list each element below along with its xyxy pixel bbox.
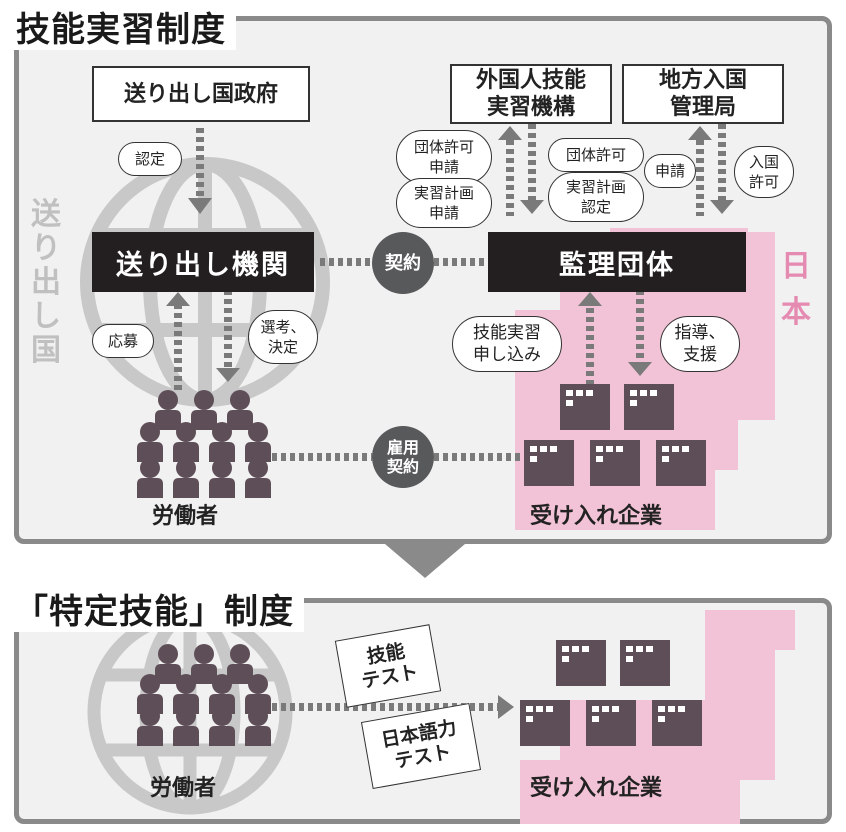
otit-box: 外国人技能 実習機構 [450,64,612,124]
companies-label-bottom: 受け入れ企業 [530,776,663,801]
bubble-training-application: 技能実習 申し込み [452,316,562,372]
bubble-application: 申請 [644,154,696,188]
bubble-select-decide: 選考、 決定 [248,310,318,364]
transition-arrow [385,544,465,578]
workers-label-top: 労働者 [152,504,219,529]
bubble-plan-certification: 実習計画 認定 [548,172,644,222]
bubble-group-permit-application: 団体許可 申請 [396,130,492,184]
workers-label-bottom: 労働者 [150,776,217,801]
arrow-heads [166,126,734,719]
immigration-box: 地方入国 管理局 [622,64,784,124]
bottom-title: 「特定技能」制度 [4,592,304,632]
companies-label-top: 受け入れ企業 [530,504,663,529]
workers-group-top [137,390,271,498]
bubble-entry-permit: 入国 許可 [734,146,794,198]
bubble-apply: 応募 [92,324,154,358]
sending-organization-box: 送り出し機関 [92,232,314,292]
bubble-guidance-support: 指導、 支援 [660,316,740,372]
supervising-organization-box: 監理団体 [488,232,746,292]
bubble-plan-application: 実習計画 申請 [396,178,492,228]
top-title: 技能実習制度 [6,10,236,50]
sending-country-label: 送り出し国 [31,197,61,368]
japan-label: 日本 [781,249,811,330]
japan-map-top [515,228,775,530]
sending-government-box: 送り出し国政府 [92,66,310,122]
companies-buildings-bottom [520,640,702,746]
bubble-group-permit: 団体許可 [548,138,644,172]
contract-badge: 契約 [372,232,434,294]
bubble-certify: 認定 [118,142,182,176]
employment-contract-badge: 雇用 契約 [372,426,434,488]
